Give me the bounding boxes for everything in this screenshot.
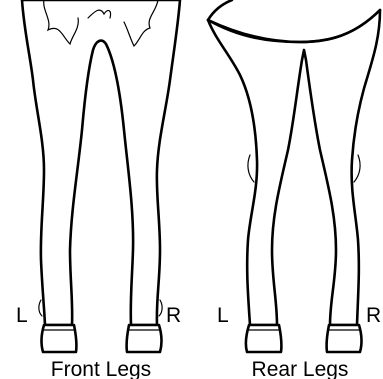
- rear-left-hoof: [246, 325, 281, 352]
- front-left-marker: L: [16, 304, 28, 327]
- front-right-knee-detail: [159, 300, 162, 316]
- front-left-knee-detail: [39, 300, 42, 316]
- rear-top-left-edge: [208, 0, 232, 20]
- rear-right-hock-detail: [354, 155, 360, 182]
- rear-left-hock-detail: [248, 155, 254, 182]
- rear-left-marker: L: [217, 304, 229, 327]
- front-legs-outline: [22, 0, 180, 325]
- front-right-marker: R: [166, 304, 181, 327]
- rear-legs-caption: Rear Legs: [252, 358, 349, 379]
- rear-right-hoof: [327, 325, 362, 352]
- front-right-hoof: [127, 325, 162, 352]
- rear-legs-illustration: L R Rear Legs: [208, 0, 381, 379]
- front-legs-caption: Front Legs: [51, 358, 151, 379]
- front-legs-illustration: L R Front Legs: [16, 0, 181, 379]
- rear-right-marker: R: [366, 304, 381, 327]
- rear-legs-outline: [208, 10, 380, 325]
- front-left-hoof: [42, 325, 77, 352]
